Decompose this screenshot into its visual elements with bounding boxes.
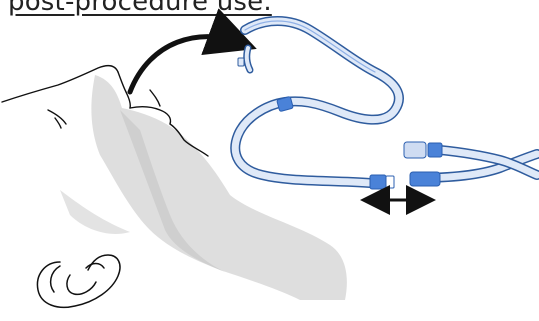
curved-arrow-icon bbox=[127, 8, 257, 95]
tube-highlight bbox=[244, 20, 376, 73]
luer-connector-body bbox=[403, 141, 427, 159]
mouth-chin-line bbox=[169, 123, 209, 157]
nose-bridge-line bbox=[117, 71, 131, 109]
tube-connector-upper bbox=[276, 96, 294, 112]
neck-shadow bbox=[91, 75, 347, 300]
jaw-shadow bbox=[120, 110, 225, 272]
forehead-line bbox=[1, 64, 119, 103]
eye-line bbox=[47, 109, 67, 125]
tube-right-upper-inner bbox=[411, 150, 539, 182]
tube-connector-right bbox=[409, 171, 441, 187]
nasal-prong-inner bbox=[244, 46, 252, 72]
tube-connector-left-cap bbox=[385, 175, 395, 189]
tube-connector-left bbox=[369, 174, 387, 190]
ear-icon bbox=[36, 254, 121, 309]
eyelash-line bbox=[54, 117, 62, 129]
face-outline bbox=[1, 64, 209, 157]
luer-connector-cap bbox=[427, 142, 443, 158]
tube-inner bbox=[231, 17, 403, 187]
cannula-tubing bbox=[230, 16, 539, 188]
prong-tip bbox=[237, 57, 245, 67]
nasal-curve bbox=[149, 89, 161, 107]
connectors bbox=[237, 57, 443, 190]
shoulder-shadow bbox=[60, 190, 130, 235]
nostril-line bbox=[129, 105, 172, 125]
patient-silhouette bbox=[60, 75, 347, 300]
tube-right-lower-inner bbox=[436, 146, 539, 179]
